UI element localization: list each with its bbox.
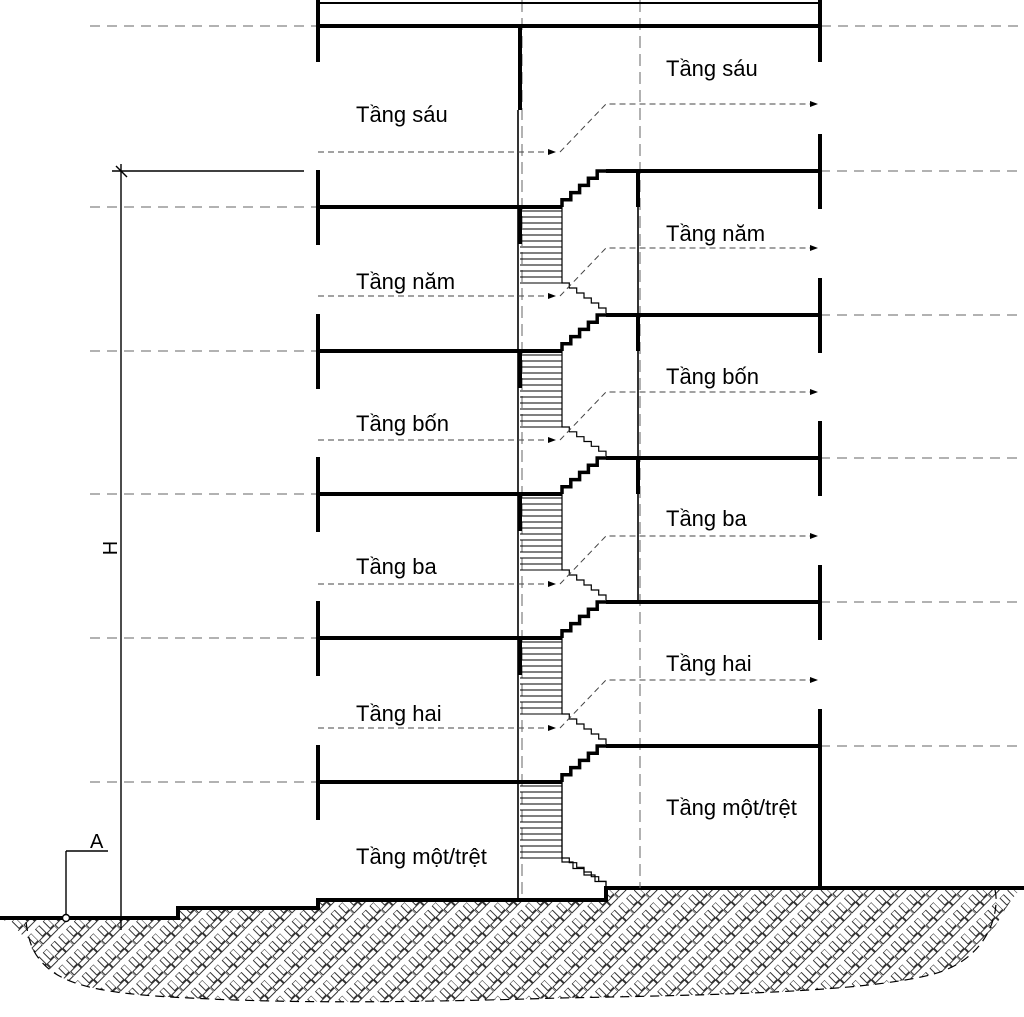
stair-descending-steps [561, 494, 607, 600]
left-floor-label: Tầng ba [356, 554, 437, 579]
arrow-line [559, 245, 818, 297]
left-floor-slabs [316, 170, 562, 820]
right-floor-labels: Tầng sáu Tầng năm Tầng bốn Tầng ba Tầng … [666, 56, 797, 820]
stair-descending-steps [561, 782, 607, 888]
ground-marker [61, 850, 108, 923]
arrow-line [559, 389, 818, 441]
soil-hatch [0, 888, 1024, 1002]
arrow-line [559, 101, 818, 153]
ground-marker-label: A [90, 831, 104, 853]
stair-descending-steps [561, 638, 607, 744]
right-floor-label: Tầng bốn [666, 364, 759, 389]
right-floor-label: Tầng năm [666, 221, 765, 246]
left-floor-label: Tầng sáu [356, 102, 448, 127]
height-dimension-label: H [100, 541, 122, 555]
right-floor-label: Tầng ba [666, 506, 747, 531]
stair-step-profiles [560, 169, 607, 888]
right-floor-label: Tầng sáu [666, 56, 758, 81]
right-floor-label: Tầng hai [666, 651, 752, 676]
stair-ascending-steps [560, 744, 606, 782]
stair-descending-steps [561, 207, 607, 313]
stair-ascending-steps [560, 600, 606, 638]
ground-line [0, 886, 1024, 920]
stair-ascending-steps [560, 456, 606, 494]
stair-direction-arrows [318, 101, 818, 731]
left-floor-label: Tầng hai [356, 701, 442, 726]
left-floor-label: Tầng năm [356, 269, 455, 294]
right-floor-label: Tầng một/trệt [666, 795, 797, 820]
stair-ascending-steps [560, 313, 606, 351]
axis-lines [521, 0, 641, 900]
height-dimension [112, 164, 304, 930]
arrow-line [559, 677, 818, 729]
right-floor-slabs [606, 134, 822, 888]
left-floor-label: Tầng bốn [356, 411, 449, 436]
stair-treads [520, 210, 562, 859]
stair-ascending-steps [560, 169, 606, 207]
left-floor-labels: Tầng sáu Tầng năm Tầng bốn Tầng ba Tầng … [356, 102, 487, 869]
left-floor-label: Tầng một/trệt [356, 844, 487, 869]
soil-boundary [25, 889, 997, 1003]
stair-descending-steps [561, 351, 607, 456]
level-lines [90, 25, 1024, 783]
arrow-line [559, 533, 818, 585]
roof-frame [316, 0, 822, 110]
